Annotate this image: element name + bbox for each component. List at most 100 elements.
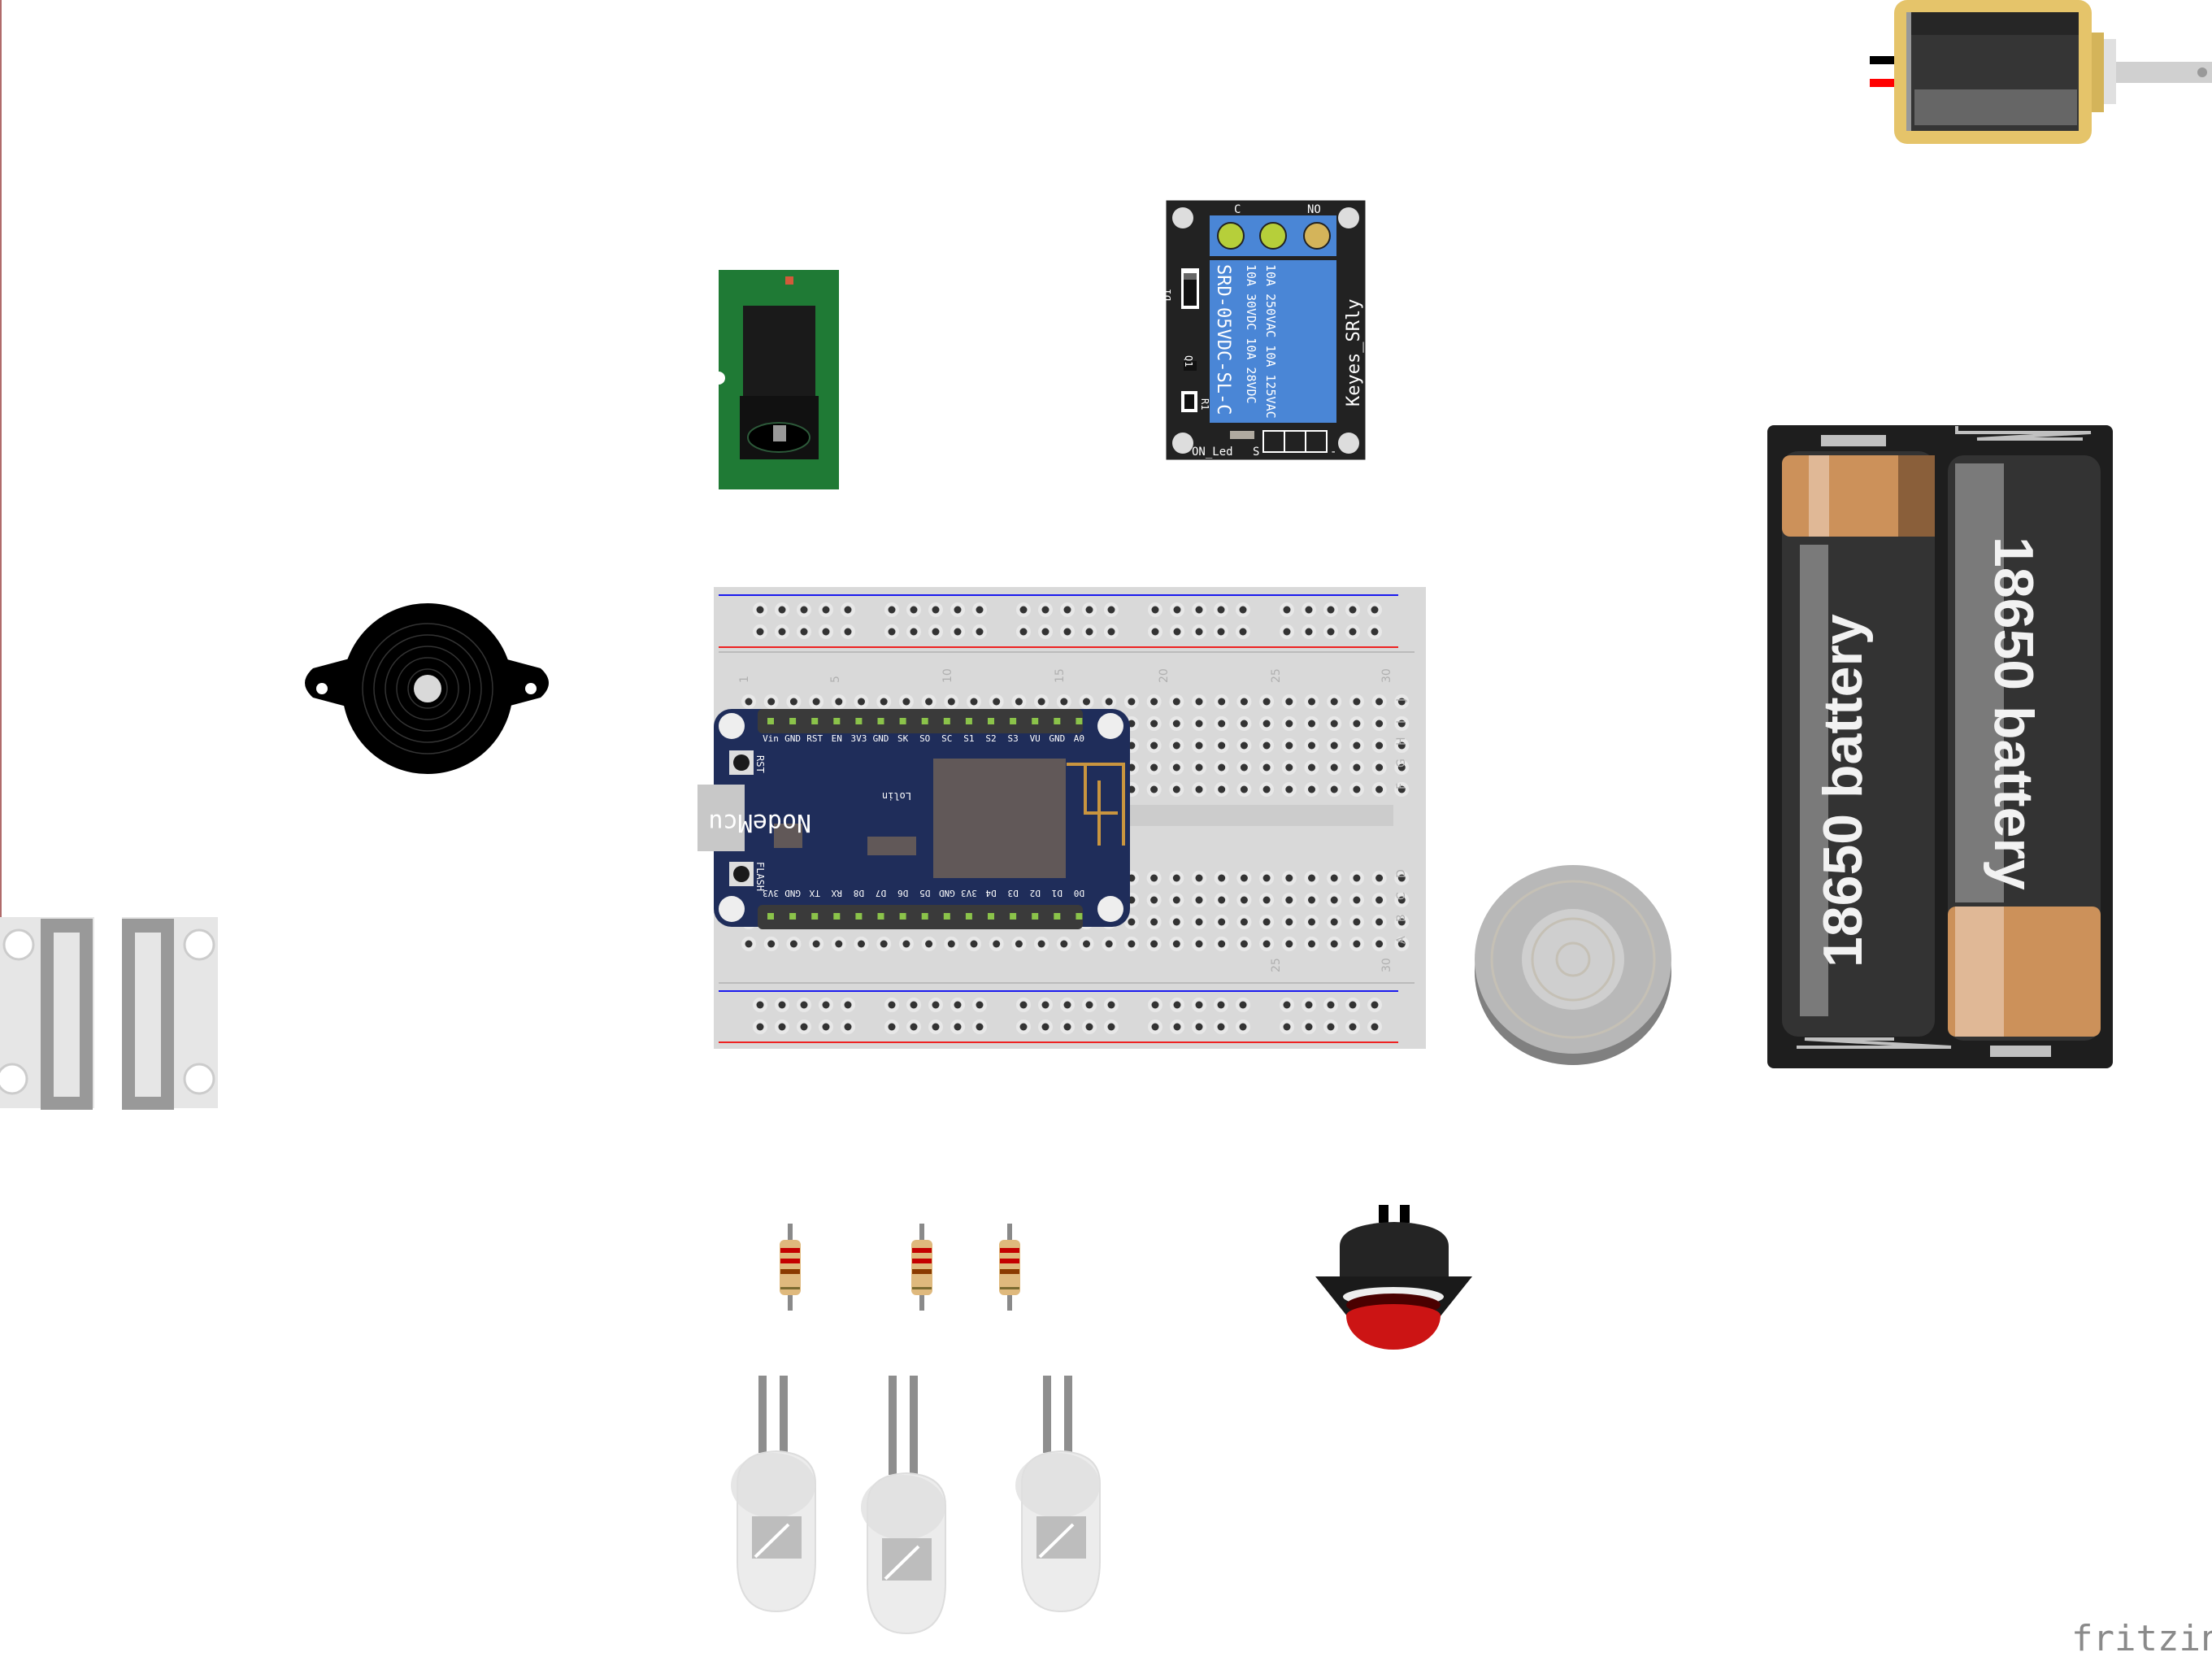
breadboard-hole-center <box>1375 785 1384 794</box>
battery-cell-2: 18650 battery <box>1948 455 2101 1057</box>
breadboard-hole-center <box>1218 741 1226 750</box>
rail-hole-center <box>1107 1023 1115 1031</box>
nodemcu-pin-bottom[interactable] <box>921 913 928 920</box>
nodemcu-pin-bottom[interactable] <box>899 913 906 920</box>
breadboard-hole-center <box>1195 785 1203 794</box>
bb-row-i: I <box>1395 720 1408 724</box>
nodemcu-pin-top[interactable] <box>877 718 884 724</box>
nodemcu-pin-bottom[interactable] <box>767 913 774 920</box>
breadboard-hole-center <box>1330 874 1338 882</box>
rail-hole-center <box>954 1023 962 1031</box>
nodemcu-pin-bottom[interactable] <box>811 913 819 920</box>
breadboard-hole-center <box>1330 741 1338 750</box>
rail-hole-center <box>1305 606 1313 614</box>
nodemcu-pin-bottom[interactable] <box>877 913 884 920</box>
breadboard-hole-center <box>745 698 753 706</box>
rail-hole-center <box>1019 606 1028 614</box>
breadboard-hole-center <box>1353 763 1361 772</box>
nodemcu-pin-top[interactable] <box>965 718 972 724</box>
nodemcu-pin-top[interactable] <box>789 718 797 724</box>
breadboard-hole-center <box>1308 918 1315 926</box>
nodemcu-pin-top[interactable] <box>811 718 819 724</box>
breadboard-hole-center <box>1397 874 1406 882</box>
battery-pack: 18650 battery 18650 battery <box>1767 425 2113 1068</box>
rail-hole-center <box>800 1023 808 1031</box>
rail-hole-center <box>1019 628 1028 636</box>
breadboard-hole-center <box>1285 741 1293 750</box>
breadboard-hole-center <box>1375 720 1384 728</box>
breadboard-hole-center <box>970 698 978 706</box>
resistor-3 <box>999 1224 1020 1311</box>
rail-hole-center <box>1151 606 1159 614</box>
breadboard-hole-center <box>1172 741 1180 750</box>
relay-terminal-no[interactable] <box>1303 222 1331 250</box>
breadboard-hole-center <box>1240 896 1248 904</box>
nodemcu-pin-top[interactable] <box>1010 718 1017 724</box>
nodemcu-pin-top[interactable] <box>1032 718 1039 724</box>
nodemcu-pin-top[interactable] <box>899 718 906 724</box>
breadboard-hole-center <box>1308 785 1315 794</box>
nodemcu-pin-bottom[interactable] <box>988 913 994 920</box>
relay-terminal-com[interactable] <box>1259 222 1287 250</box>
nodemcu-pin-bottom[interactable] <box>855 913 863 920</box>
bb-row-d: D <box>1395 869 1408 878</box>
breadboard-hole-center <box>1262 741 1271 750</box>
breadboard-hole-center <box>1172 763 1180 772</box>
rail-hole-center <box>1371 606 1379 614</box>
nodemcu-pin-bottom[interactable] <box>789 913 797 920</box>
relay-led-label: ON_Led <box>1192 446 1233 459</box>
breadboard-hole-center <box>1397 896 1406 904</box>
nodemcu-pin-top[interactable] <box>833 718 841 724</box>
rail-hole-center <box>800 1001 808 1009</box>
breadboard-hole-center <box>767 698 776 706</box>
bb-col-10: 10 <box>941 668 954 683</box>
push-button[interactable] <box>1315 1205 1472 1350</box>
rail-hole-center <box>1305 1001 1313 1009</box>
breadboard-hole-center <box>1285 918 1293 926</box>
nodemcu-pin-bottom[interactable] <box>1054 913 1061 920</box>
bb-row-c: C <box>1395 892 1408 900</box>
breadboard-hole-center <box>947 940 955 948</box>
breadboard-hole-center <box>835 940 843 948</box>
rail-hole-center <box>1151 1023 1159 1031</box>
rail-hole-center <box>1349 606 1357 614</box>
breadboard-hole-center <box>1285 940 1293 948</box>
rail-hole-center <box>1327 606 1335 614</box>
rail-hole-center <box>954 606 962 614</box>
nodemcu-pin-bottom[interactable] <box>943 913 950 920</box>
rail-hole-center <box>822 1023 830 1031</box>
breadboard-hole-center <box>1375 874 1384 882</box>
breadboard-hole-center <box>1262 698 1271 706</box>
nodemcu-pin-bottom[interactable] <box>1032 913 1039 920</box>
nodemcu-pin-bottom[interactable] <box>1010 913 1017 920</box>
rail-hole-center <box>976 606 984 614</box>
nodemcu-pin-top[interactable] <box>1054 718 1061 724</box>
breadboard-hole-center <box>1150 940 1158 948</box>
nodemcu-pin-top[interactable] <box>1076 718 1083 724</box>
nodemcu-pin-top[interactable] <box>855 718 863 724</box>
nodemcu-pin-top[interactable] <box>988 718 994 724</box>
nodemcu-pin-bottom[interactable] <box>1076 913 1083 920</box>
nodemcu-pin-top[interactable] <box>767 718 774 724</box>
rail-hole-center <box>1173 1001 1181 1009</box>
nodemcu-pin-bottom[interactable] <box>965 913 972 920</box>
nodemcu-pin-bottom[interactable] <box>833 913 841 920</box>
bb-col-25: 25 <box>1270 668 1283 683</box>
bb-row-b: B <box>1395 914 1408 922</box>
rail-hole-center <box>1283 1001 1291 1009</box>
breadboard-hole-center <box>1353 741 1361 750</box>
breadboard-hole-center <box>1375 698 1384 706</box>
breadboard-hole-center <box>1128 698 1136 706</box>
nodemcu-pin-top[interactable] <box>921 718 928 724</box>
relay-module: C NO 10A 250VAC 10A 125VAC 10A 30VDC 10A… <box>1162 199 1367 461</box>
rail-hole-center <box>910 1001 918 1009</box>
rail-hole-center <box>1019 1001 1028 1009</box>
nodemcu-pin-label-top: S1 <box>963 733 974 744</box>
breadboard-hole-center <box>1285 874 1293 882</box>
relay-terminal-c[interactable] <box>1217 222 1245 250</box>
nodemcu-pin-top[interactable] <box>943 718 950 724</box>
rail-hole-center <box>1239 1023 1247 1031</box>
breadboard-hole-center <box>1037 698 1045 706</box>
nodemcu-pin-label-top: A0 <box>1074 733 1084 744</box>
